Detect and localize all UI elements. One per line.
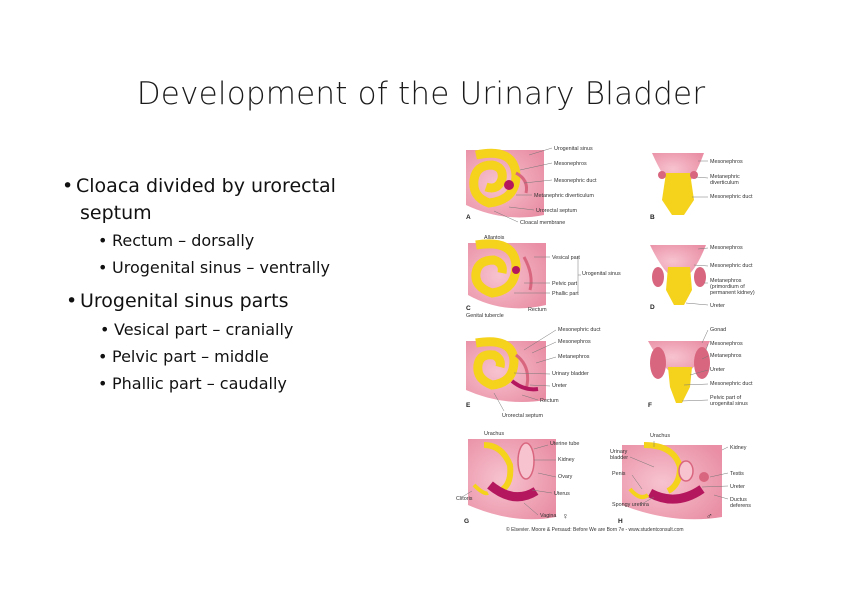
svg-text:permanent kidney): permanent kidney)	[710, 290, 755, 296]
svg-text:C: C	[466, 305, 471, 312]
svg-text:Spongy urethra: Spongy urethra	[612, 502, 649, 508]
svg-text:bladder: bladder	[610, 455, 628, 461]
svg-text:Metanephros: Metanephros	[710, 353, 742, 359]
svg-text:Metanephros: Metanephros	[558, 354, 590, 360]
sub-bullet-urogenital-sinus: •Urogenital sinus – ventrally	[98, 258, 330, 277]
svg-text:E: E	[466, 402, 471, 409]
panel-c: C Allantois Vesical part Urogenital sinu…	[466, 235, 621, 319]
svg-text:Mesonephric duct: Mesonephric duct	[710, 381, 753, 387]
sub-bullet-vesical: •Vesical part – cranially	[100, 320, 294, 339]
slide-title: Development of the Urinary Bladder	[136, 76, 706, 112]
svg-text:Mesonephros: Mesonephros	[554, 161, 587, 167]
bullet-2-text: Urogenital sinus parts	[80, 290, 289, 312]
bullet-1-continuation: septum	[80, 202, 152, 224]
svg-text:Ureter: Ureter	[552, 383, 567, 389]
svg-text:Cloacal membrane: Cloacal membrane	[520, 220, 565, 226]
svg-text:G: G	[464, 518, 469, 525]
sub-bullet-rectum: •Rectum – dorsally	[98, 231, 255, 250]
bullet-2: •Urogenital sinus parts	[66, 290, 289, 312]
svg-text:Ureter: Ureter	[710, 303, 725, 309]
panel-f: F Gonad Mesonephros Metanephros Ureter M…	[648, 327, 753, 409]
svg-text:Phallic part: Phallic part	[552, 291, 579, 297]
sub-bullet-pelvic: •Pelvic part – middle	[98, 347, 269, 366]
svg-text:H: H	[618, 518, 623, 525]
female-symbol: ♀	[562, 511, 569, 521]
svg-text:Genital tubercle: Genital tubercle	[466, 313, 504, 319]
svg-text:Mesonephros: Mesonephros	[710, 245, 743, 251]
svg-text:(primordium of: (primordium of	[710, 284, 745, 290]
svg-text:Metanephric diverticulum: Metanephric diverticulum	[534, 193, 594, 199]
svg-text:Pelvic part of: Pelvic part of	[710, 395, 742, 401]
male-symbol: ♂	[706, 511, 713, 521]
svg-text:Vagina: Vagina	[540, 513, 556, 519]
svg-text:Allantois: Allantois	[484, 235, 505, 241]
svg-text:Urorectal septum: Urorectal septum	[502, 413, 544, 419]
svg-text:Mesonephric duct: Mesonephric duct	[710, 194, 753, 200]
svg-text:Vesical part: Vesical part	[552, 255, 580, 261]
svg-text:Mesonephric duct: Mesonephric duct	[558, 327, 601, 333]
svg-text:Mesonephros: Mesonephros	[558, 339, 591, 345]
bullet-dot: •	[62, 175, 74, 197]
svg-text:Uterine tube: Uterine tube	[550, 441, 579, 447]
svg-text:Urogenital sinus: Urogenital sinus	[582, 271, 621, 277]
svg-text:D: D	[650, 304, 655, 311]
svg-text:Urinary bladder: Urinary bladder	[552, 371, 589, 377]
svg-text:Urogenital sinus: Urogenital sinus	[554, 146, 593, 152]
bullet-1: •Cloaca divided by urorectal	[62, 175, 336, 197]
svg-text:Ureter: Ureter	[710, 367, 725, 373]
svg-text:Testis: Testis	[730, 471, 744, 477]
svg-text:Urachus: Urachus	[650, 433, 670, 439]
sub-bullet-phallic: •Phallic part – caudally	[98, 374, 287, 393]
panel-h: H Urachus Urinary bladder Kidney Penis T…	[610, 433, 751, 525]
svg-text:Ovary: Ovary	[558, 474, 573, 480]
svg-text:Ductus: Ductus	[730, 497, 747, 503]
svg-text:urogenital sinus: urogenital sinus	[710, 401, 748, 407]
svg-text:Gonad: Gonad	[710, 327, 726, 333]
svg-text:diverticulum: diverticulum	[710, 180, 739, 186]
bladder-development-figure: A Urogenital sinus Mesonephros Mesonephr…	[456, 146, 755, 533]
svg-text:Pelvic part: Pelvic part	[552, 281, 578, 287]
svg-text:Penis: Penis	[612, 471, 626, 477]
panel-d: D Mesonephros Mesonephric duct Metanephr…	[650, 245, 755, 311]
svg-text:Mesonephric duct: Mesonephric duct	[710, 263, 753, 269]
svg-text:Clitoris: Clitoris	[456, 496, 473, 502]
panel-g: G Urachus Uterine tube Kidney Ovary Uter…	[456, 431, 579, 525]
svg-text:Mesonephros: Mesonephros	[710, 159, 743, 165]
svg-text:Rectum: Rectum	[528, 307, 547, 313]
figure-credit: © Elsevier. Moore & Persaud: Before We a…	[506, 526, 684, 533]
svg-text:Urachus: Urachus	[484, 431, 504, 437]
svg-text:Mesonephric duct: Mesonephric duct	[554, 178, 597, 184]
svg-text:Kidney: Kidney	[730, 445, 747, 451]
svg-text:Metanephros: Metanephros	[710, 278, 742, 284]
svg-text:deferens: deferens	[730, 503, 751, 509]
panel-a-letter: A	[466, 214, 471, 221]
svg-text:Rectum: Rectum	[540, 398, 559, 404]
svg-text:Ureter: Ureter	[730, 484, 745, 490]
svg-text:Mesonephros: Mesonephros	[710, 341, 743, 347]
svg-text:Uterus: Uterus	[554, 491, 570, 497]
svg-text:Urorectal septum: Urorectal septum	[536, 208, 578, 214]
panel-e: E Mesonephric duct Mesonephros Metanephr…	[466, 327, 601, 419]
svg-text:Kidney: Kidney	[558, 457, 575, 463]
svg-text:Urinary: Urinary	[610, 449, 628, 455]
svg-text:B: B	[650, 214, 655, 221]
bullet-1-text: Cloaca divided by urorectal	[76, 175, 336, 197]
panel-b: B Mesonephros Metanephric diverticulum M…	[650, 153, 753, 221]
svg-text:Metanephric: Metanephric	[710, 174, 740, 180]
panel-a: A Urogenital sinus Mesonephros Mesonephr…	[466, 146, 597, 226]
svg-text:F: F	[648, 402, 652, 409]
